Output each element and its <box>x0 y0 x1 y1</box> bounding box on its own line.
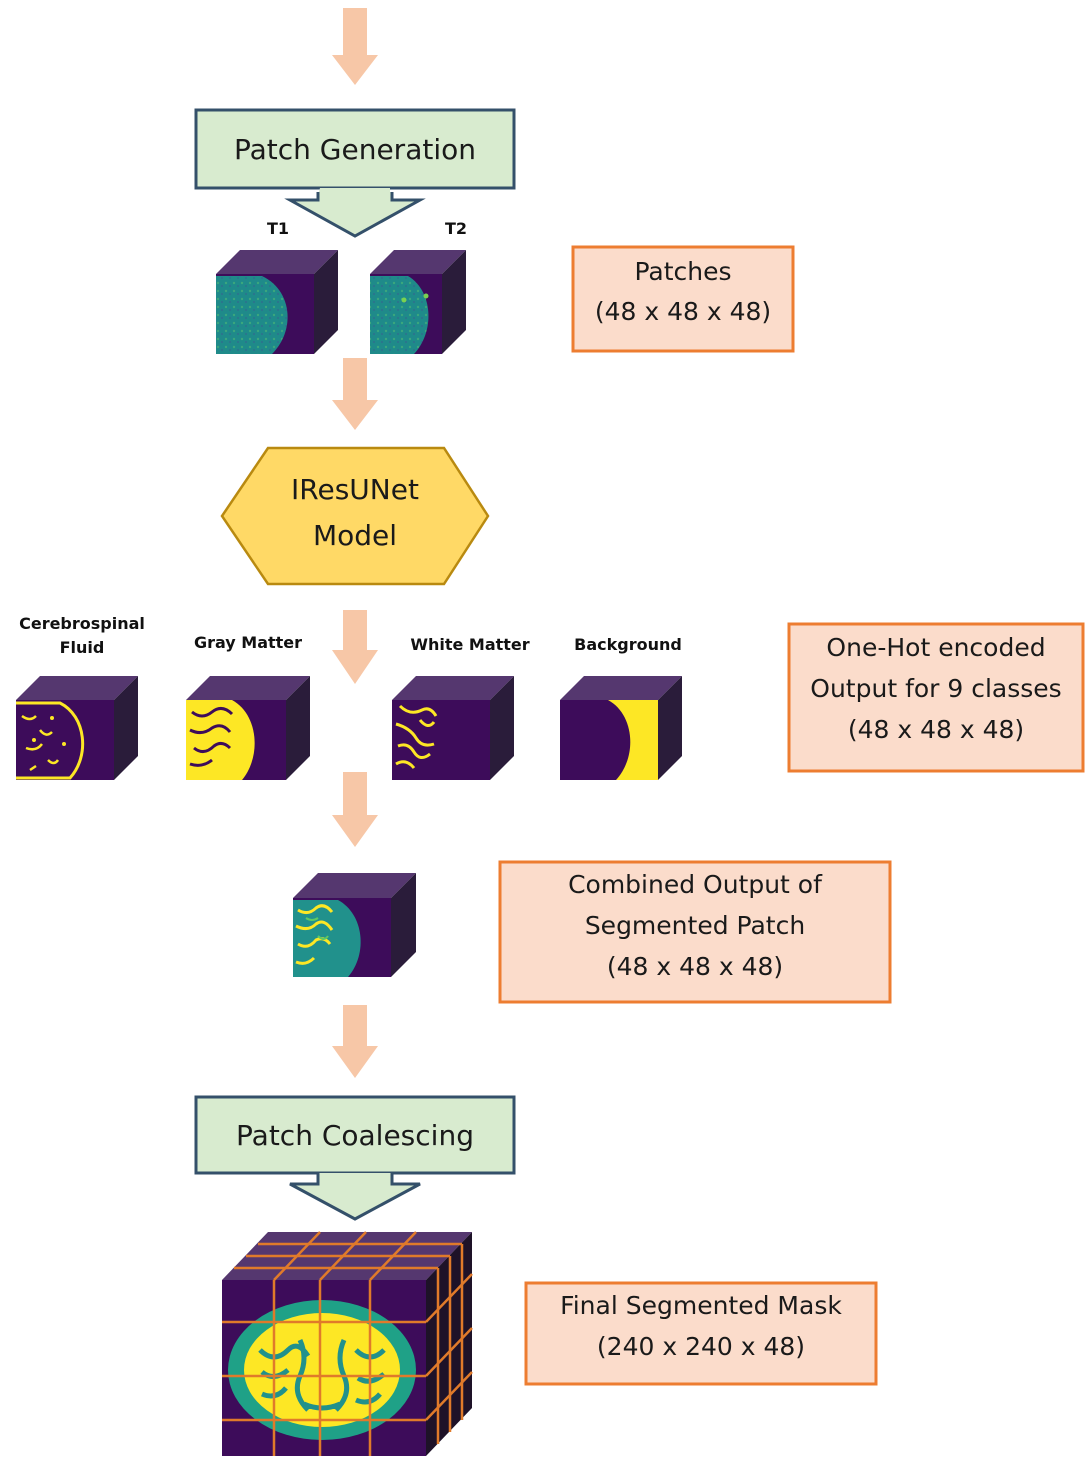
t1-label: T1 <box>267 219 289 238</box>
csf-label-line2: Fluid <box>60 638 105 657</box>
patches-info-box: Patches (48 x 48 x 48) <box>571 245 795 353</box>
combined-info-box: Combined Output of Segmented Patch (48 x… <box>498 860 892 1004</box>
patch-coalescing-step: Patch Coalescing <box>194 1095 516 1221</box>
white-matter-label: White Matter <box>410 635 529 654</box>
svg-text:(240 x 240 x 48): (240 x 240 x 48) <box>597 1332 805 1361</box>
flow-arrow-4 <box>332 772 378 847</box>
svg-text:One-Hot encoded: One-Hot encoded <box>826 633 1045 662</box>
csf-label-line1: Cerebrospinal <box>19 614 145 633</box>
gray-matter-label: Gray Matter <box>194 633 302 652</box>
svg-text:Combined Output of: Combined Output of <box>568 870 823 899</box>
background-output-cube <box>560 676 682 780</box>
final-segmented-cube <box>222 1231 473 1456</box>
t2-patch-cube <box>370 250 466 354</box>
flow-arrow-1 <box>332 8 378 85</box>
svg-text:(48 x 48 x 48): (48 x 48 x 48) <box>607 952 783 981</box>
svg-text:(48 x 48 x 48): (48 x 48 x 48) <box>848 715 1024 744</box>
svg-text:Final Segmented Mask: Final Segmented Mask <box>560 1291 842 1320</box>
iresunet-model-step: IResUNet Model <box>220 446 490 586</box>
patch-generation-step: Patch Generation <box>194 108 516 238</box>
csf-output-cube <box>16 676 138 780</box>
svg-text:Segmented Patch: Segmented Patch <box>585 911 805 940</box>
one-hot-info-box: One-Hot encoded Output for 9 classes (48… <box>787 622 1085 773</box>
t1-patch-cube <box>216 250 338 354</box>
final-mask-info-box: Final Segmented Mask (240 x 240 x 48) <box>524 1281 878 1386</box>
flow-arrow-2 <box>332 358 378 430</box>
flow-arrow-3 <box>332 610 378 684</box>
combined-output-cube <box>293 873 416 977</box>
svg-text:Patches: Patches <box>634 257 731 286</box>
flow-arrow-5 <box>332 1005 378 1078</box>
svg-text:Model: Model <box>313 519 397 552</box>
svg-text:(48 x 48 x 48): (48 x 48 x 48) <box>595 297 771 326</box>
background-label: Background <box>574 635 682 654</box>
patch-generation-label: Patch Generation <box>234 133 476 166</box>
svg-text:IResUNet: IResUNet <box>291 473 419 506</box>
white-matter-output-cube <box>392 676 514 780</box>
patch-coalescing-label: Patch Coalescing <box>236 1119 474 1152</box>
svg-text:Output for 9 classes: Output for 9 classes <box>810 674 1061 703</box>
gray-matter-output-cube <box>186 676 310 780</box>
t2-label: T2 <box>445 219 467 238</box>
